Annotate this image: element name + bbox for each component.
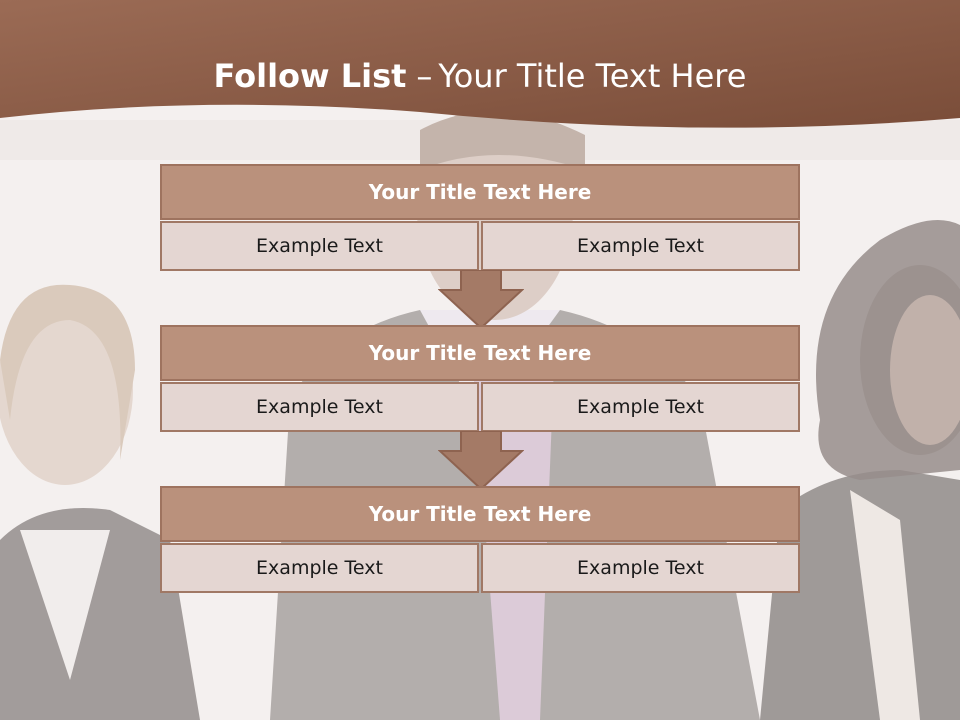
flow-block-3: Your Title Text Here Example Text Exampl… — [160, 486, 800, 593]
down-arrow-icon — [438, 270, 524, 330]
down-arrow-icon — [438, 431, 524, 491]
flow-cell-left: Example Text — [160, 382, 479, 432]
flow-block-title: Your Title Text Here — [160, 325, 800, 381]
slide-title: Follow List–Your Title Text Here — [0, 54, 960, 98]
slide-title-dash: – — [416, 57, 433, 95]
flow-cell-right: Example Text — [481, 382, 800, 432]
flow-cell-right: Example Text — [481, 221, 800, 271]
flow-block-title: Your Title Text Here — [160, 486, 800, 542]
flow-block-1: Your Title Text Here Example Text Exampl… — [160, 164, 800, 271]
flow-cell-right: Example Text — [481, 543, 800, 593]
flow-block-row: Example Text Example Text — [160, 221, 800, 271]
flow-block-row: Example Text Example Text — [160, 382, 800, 432]
slide-title-bold: Follow List — [213, 57, 407, 95]
slide-title-rest: Your Title Text Here — [438, 57, 747, 95]
flow-block-title: Your Title Text Here — [160, 164, 800, 220]
flow-cell-left: Example Text — [160, 221, 479, 271]
flow-block-row: Example Text Example Text — [160, 543, 800, 593]
header-band — [0, 0, 960, 128]
flow-cell-left: Example Text — [160, 543, 479, 593]
flow-block-2: Your Title Text Here Example Text Exampl… — [160, 325, 800, 432]
